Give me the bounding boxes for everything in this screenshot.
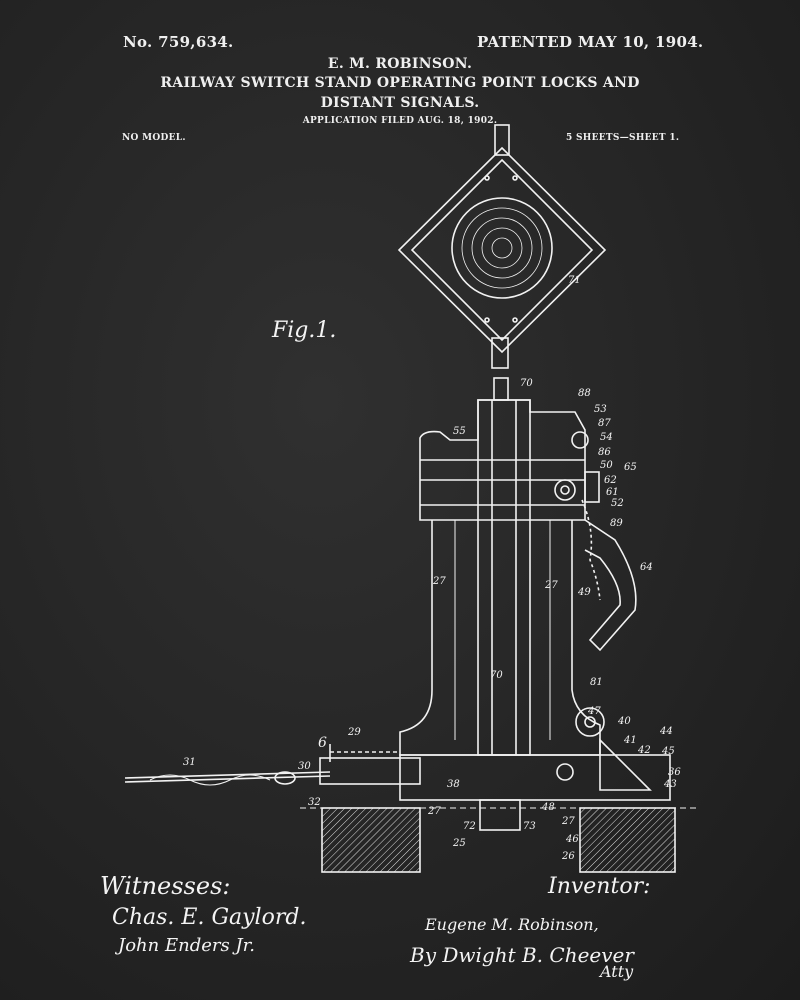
ref-numeral: 29 <box>348 727 361 738</box>
ref-numeral: 62 <box>604 475 617 486</box>
ref-numeral: 47 <box>588 706 601 717</box>
ref-numeral: 52 <box>611 498 624 509</box>
signal-rod-lower <box>493 377 509 401</box>
ref-numeral: 41 <box>624 735 637 746</box>
ref-numeral: 44 <box>660 726 673 737</box>
ref-numeral: 45 <box>662 746 675 757</box>
witness-signature-1: Chas. E. Gaylord. <box>112 905 307 930</box>
ref-numeral: 48 <box>542 802 555 813</box>
ref-numeral: 70 <box>520 378 533 389</box>
ref-numeral: 88 <box>578 388 591 399</box>
inventor-label: Inventor: <box>548 874 651 899</box>
ref-numeral: 72 <box>463 821 476 832</box>
patent-number: No. 759,634. <box>123 33 234 51</box>
ref-numeral: 30 <box>298 761 311 772</box>
signal-rod-mid <box>491 337 509 369</box>
stand-head <box>419 399 600 521</box>
ref-numeral: 86 <box>598 447 611 458</box>
ref-numeral: 26 <box>562 851 575 862</box>
ref-numeral: 50 <box>600 460 613 471</box>
ref-numeral: 55 <box>453 426 466 437</box>
ref-numeral: 42 <box>638 745 651 756</box>
no-model: NO MODEL. <box>122 133 186 143</box>
ref-numeral: 38 <box>447 779 460 790</box>
ref-numeral: 27 <box>545 580 558 591</box>
signal-rod-top <box>494 124 510 156</box>
connecting-rod <box>124 744 400 786</box>
ref-numeral: 64 <box>640 562 653 573</box>
ref-numeral: 46 <box>566 834 579 845</box>
ref-numeral: 71 <box>568 275 581 286</box>
ref-numeral: 40 <box>618 716 631 727</box>
patent-date: PATENTED MAY 10, 1904. <box>477 33 704 51</box>
ref-numeral: 27 <box>428 806 441 817</box>
ref-numeral: 32 <box>308 797 321 808</box>
inventor-name-header: E. M. ROBINSON. <box>327 56 473 72</box>
attorney-signature: By Dwight B. Cheever <box>410 943 634 967</box>
ref-numeral: 36 <box>668 767 681 778</box>
ref-numeral: 87 <box>598 418 611 429</box>
foundation-block-right <box>579 807 676 873</box>
ref-numeral: 70 <box>490 670 503 681</box>
ref-numeral: 73 <box>523 821 536 832</box>
ref-numeral: 25 <box>453 838 466 849</box>
ref-numeral: 49 <box>578 587 591 598</box>
ref-numeral: 43 <box>664 779 677 790</box>
ref-numeral: 31 <box>183 757 196 768</box>
ref-numeral: 6 <box>318 735 327 751</box>
operating-lever <box>584 519 637 652</box>
ref-numeral: 27 <box>433 576 446 587</box>
patent-title-line1: RAILWAY SWITCH STAND OPERATING POINT LOC… <box>160 75 640 91</box>
attorney-suffix: Atty <box>600 962 634 981</box>
sheet-number: 5 SHEETS—SHEET 1. <box>566 133 680 143</box>
ref-numeral: 61 <box>606 487 619 498</box>
base-mechanism <box>319 707 671 831</box>
ref-numeral: 27 <box>562 816 575 827</box>
stand-column <box>399 399 601 756</box>
application-filed: APPLICATION FILED AUG. 18, 1902. <box>302 116 498 126</box>
figure-label: Fig.1. <box>272 318 337 343</box>
ref-numeral: 65 <box>624 462 637 473</box>
ref-numeral: 81 <box>590 677 603 688</box>
ref-numeral: 53 <box>594 404 607 415</box>
chain <box>581 499 601 601</box>
foundation-block-left <box>321 807 421 873</box>
ref-numeral: 89 <box>610 518 623 529</box>
witnesses-label: Witnesses: <box>100 872 231 900</box>
inventor-signature: Eugene M. Robinson, <box>425 915 599 934</box>
diamond-signal-target <box>397 146 607 354</box>
patent-title-line2: DISTANT SIGNALS. <box>320 95 480 111</box>
witness-signature-2: John Enders Jr. <box>118 935 255 956</box>
ref-numeral: 54 <box>600 432 613 443</box>
